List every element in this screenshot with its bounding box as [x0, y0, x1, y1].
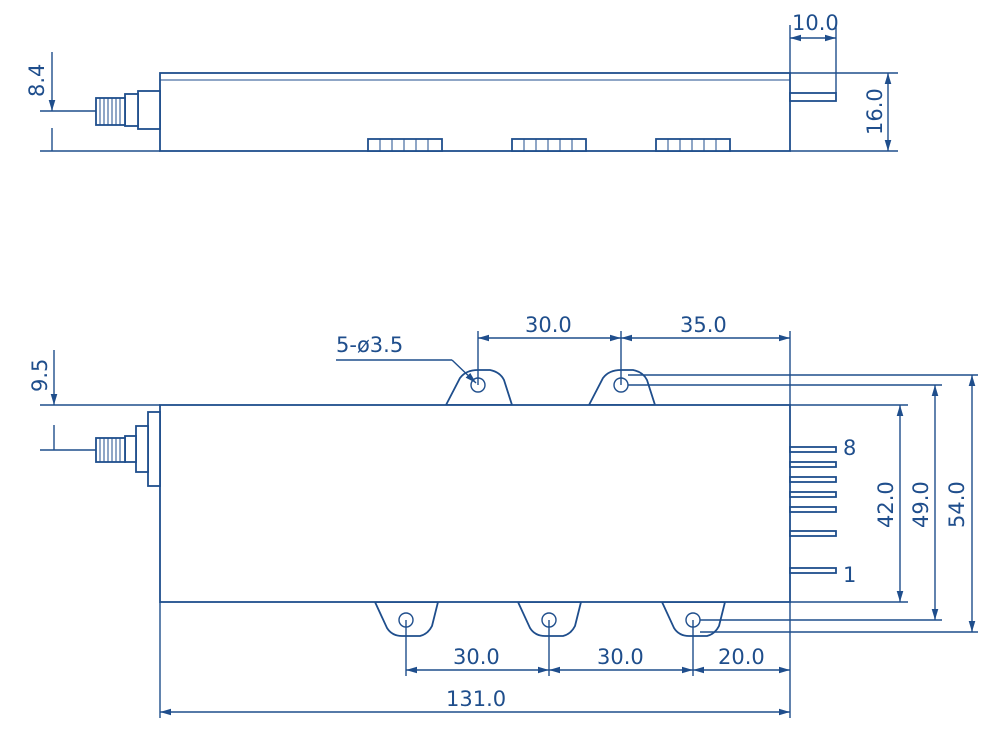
dim-9-5-label: 9.5	[28, 359, 52, 392]
pin-label-8: 8	[843, 436, 856, 460]
hole-callout: 5-ø3.5	[336, 333, 477, 384]
dim-bottom-20-label: 20.0	[718, 645, 765, 669]
dim-pin-length: 10.0	[789, 11, 839, 93]
dim-131-label: 131.0	[446, 687, 506, 711]
side-pin	[789, 92, 837, 102]
sma-connector-side	[95, 90, 161, 130]
pin-label-1: 1	[843, 563, 856, 587]
dim-top-30-label: 30.0	[525, 313, 572, 337]
mounting-holes	[398, 377, 701, 628]
hole-callout-label: 5-ø3.5	[336, 333, 403, 357]
dim-10-0-label: 10.0	[792, 11, 839, 35]
top-view: 8 1 5-ø3.5 30.0 35.0 9.5	[28, 313, 978, 718]
dim-16-0-label: 16.0	[863, 88, 887, 135]
dim-bottom-30-a-label: 30.0	[453, 645, 500, 669]
control-pins: 8 1	[789, 436, 856, 587]
dim-8-4-label: 8.4	[25, 64, 49, 97]
mounting-lugs	[373, 369, 727, 637]
dim-42-label: 42.0	[874, 481, 898, 528]
dim-body-height: 16.0	[790, 72, 898, 152]
dim-top: 30.0 35.0	[477, 313, 791, 405]
dim-49-label: 49.0	[909, 481, 933, 528]
dim-connector-offset: 9.5	[28, 350, 160, 451]
side-feet	[367, 138, 731, 152]
dim-54-label: 54.0	[945, 481, 969, 528]
dim-right: 42.0 49.0 54.0	[628, 374, 978, 633]
dim-bottom: 30.0 30.0 20.0	[405, 602, 791, 718]
dim-bottom-30-b-label: 30.0	[597, 645, 644, 669]
side-view: 8.4 10.0 16.0	[25, 11, 898, 152]
dim-connector-height: 8.4	[25, 52, 160, 152]
dim-overall-length: 131.0	[159, 602, 790, 718]
side-view-housing	[159, 72, 791, 152]
sma-connector-top	[95, 411, 161, 487]
top-view-housing	[159, 404, 791, 603]
dim-top-35-label: 35.0	[680, 313, 727, 337]
